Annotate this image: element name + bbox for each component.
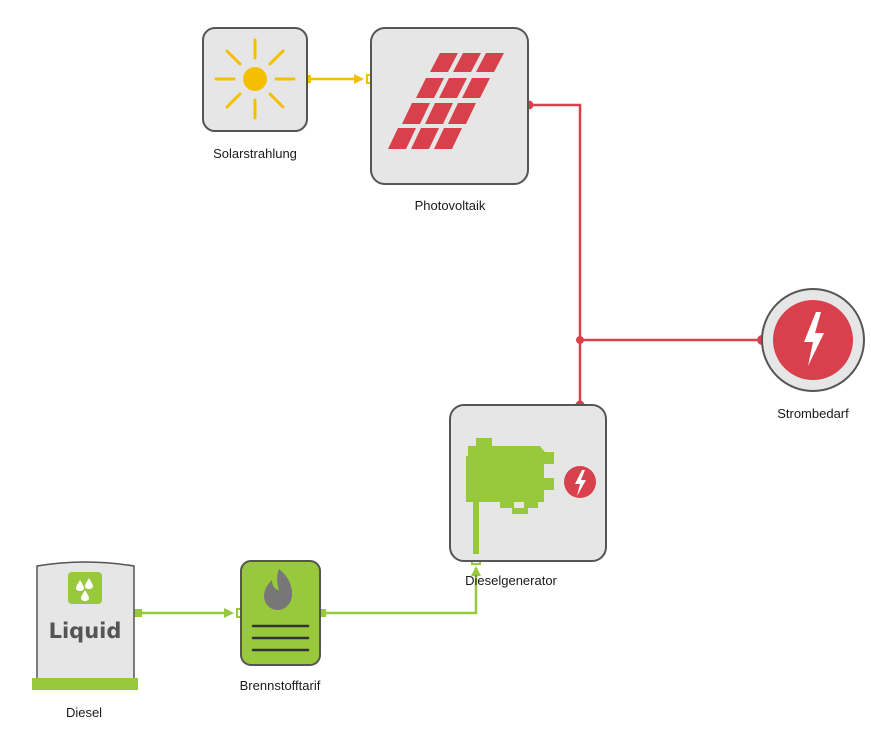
tariff-lines <box>251 624 310 652</box>
node-brennstofftarif[interactable]: Brennstofftarif <box>240 560 321 693</box>
connection-solar-to-pv[interactable] <box>303 74 376 84</box>
output-port[interactable] <box>134 609 142 617</box>
node-label: Photovoltaik <box>415 198 486 213</box>
node-label: Solarstrahlung <box>213 146 297 161</box>
node-strombedarf[interactable]: Strombedarf <box>761 288 865 421</box>
lightning-icon <box>575 470 586 496</box>
node-diesel[interactable]: Liquid Diesel <box>32 561 138 720</box>
node-label: Strombedarf <box>777 406 849 421</box>
node-label: Diesel <box>66 705 102 720</box>
connection-bus-to-demand[interactable] <box>576 335 767 345</box>
solar-panel-icon <box>388 53 504 149</box>
output-port[interactable] <box>318 609 326 617</box>
node-label: Brennstofftarif <box>240 678 321 693</box>
connection-diesel-to-tariff[interactable] <box>134 608 246 618</box>
sun-icon <box>214 38 296 120</box>
connection-tariff-to-generator[interactable] <box>318 555 481 617</box>
droplets-icon <box>76 578 93 601</box>
lightning-icon <box>804 312 824 366</box>
droplets-badge <box>68 572 102 604</box>
engine-icon <box>466 438 554 554</box>
tank-base <box>32 678 138 690</box>
tank-type-label: Liquid <box>49 619 122 643</box>
flame-icon <box>264 569 293 610</box>
node-solarstrahlung[interactable]: Solarstrahlung <box>202 27 308 161</box>
connection-pv-to-demand[interactable] <box>524 100 582 341</box>
node-photovoltaik[interactable]: Photovoltaik <box>370 27 529 213</box>
node-label: Dieselgenerator <box>465 573 557 588</box>
node-dieselgenerator[interactable]: Dieselgenerator <box>449 404 607 588</box>
